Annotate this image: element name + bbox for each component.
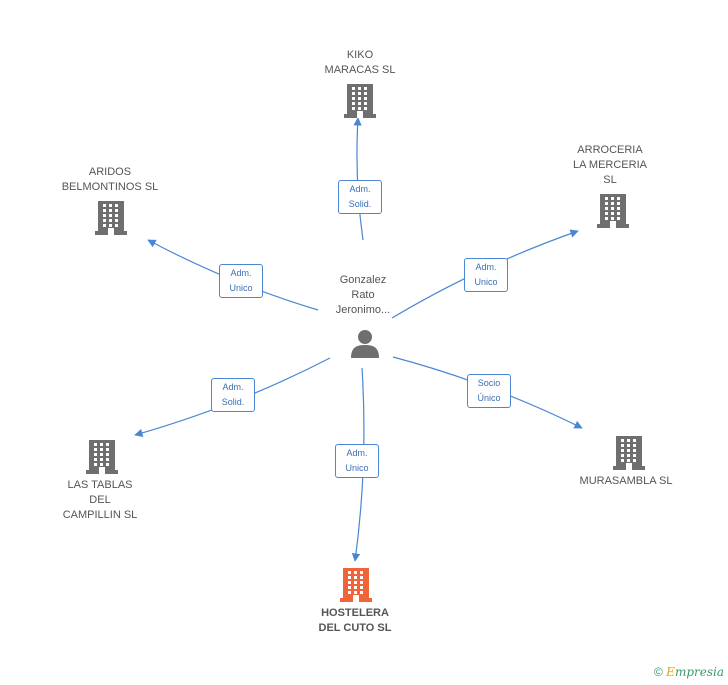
brand-logo[interactable]: Empresia (666, 665, 724, 679)
person-icon[interactable] (349, 328, 381, 358)
building-icon[interactable] (597, 194, 629, 233)
building-icon[interactable] (86, 440, 118, 479)
building-icon[interactable] (95, 201, 127, 240)
building-icon[interactable] (613, 436, 645, 475)
relation-label-kiko: Adm.Solid. (338, 180, 382, 214)
relation-label-hostelera: Adm.Unico (335, 444, 379, 478)
company-name-murasambla[interactable]: MURASAMBLA SL (579, 475, 673, 487)
relation-label-tablas: Adm.Solid. (211, 378, 255, 412)
building-icon[interactable] (344, 84, 376, 123)
building-icon[interactable] (340, 568, 372, 607)
person-name[interactable]: Gonzalez Rato Jeronimo... (335, 274, 391, 316)
relation-label-aridos: Adm.Unico (219, 264, 263, 298)
copyright-symbol: © (653, 665, 663, 679)
edge-kiko (353, 117, 364, 241)
copyright: © Empresia (654, 665, 724, 679)
relation-label-arroceria: Adm.Unico (464, 258, 508, 292)
